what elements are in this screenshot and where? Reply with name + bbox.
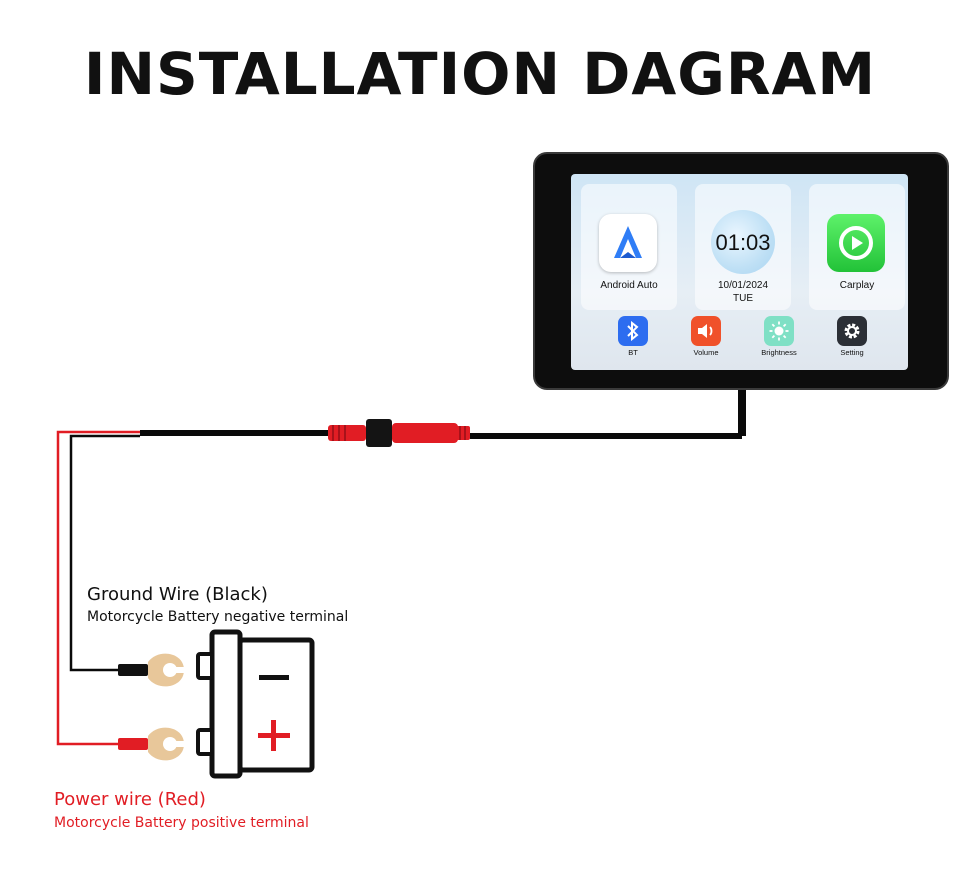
ground-wire-title: Ground Wire (Black) xyxy=(87,584,268,605)
carplay-card[interactable]: Carplay xyxy=(809,184,905,310)
carplay-label: Carplay xyxy=(839,280,875,291)
clock-time: 01:03 xyxy=(715,230,771,255)
battery-icon xyxy=(196,629,315,779)
device-cable-drop xyxy=(738,390,746,436)
power-wire xyxy=(56,430,140,746)
dock-setting[interactable]: Setting xyxy=(830,316,874,357)
ground-wire xyxy=(69,434,140,672)
volume-icon xyxy=(691,316,721,346)
ground-wire-subtitle: Motorcycle Battery negative terminal xyxy=(87,609,349,625)
display-screen: Android Auto 01:03 10/01/2024 TUE Carpla… xyxy=(571,174,908,370)
carplay-icon xyxy=(827,214,885,272)
dock-bt[interactable]: BT xyxy=(611,316,655,357)
android-auto-icon xyxy=(599,214,657,272)
android-auto-card[interactable]: Android Auto xyxy=(581,184,677,310)
power-wire-subtitle: Motorcycle Battery positive terminal xyxy=(54,815,309,831)
day-label: TUE xyxy=(733,293,753,304)
dock-volume[interactable]: Volume xyxy=(684,316,728,357)
clock-face xyxy=(711,210,775,274)
power-wire-title: Power wire (Red) xyxy=(54,789,206,810)
bt-label: BT xyxy=(628,348,638,357)
clock-card[interactable]: 01:03 10/01/2024 TUE xyxy=(695,184,791,310)
power-terminal xyxy=(118,727,186,761)
diagram-title: INSTALLATION DAGRAM xyxy=(83,40,877,108)
gear-icon xyxy=(837,316,867,346)
brightness-label: Brightness xyxy=(761,348,797,357)
brightness-icon xyxy=(764,316,794,346)
dock-brightness[interactable]: Brightness xyxy=(757,316,801,357)
carplay-display: Android Auto 01:03 10/01/2024 TUE Carpla… xyxy=(533,152,949,390)
android-auto-label: Android Auto xyxy=(600,280,658,291)
volume-label: Volume xyxy=(693,348,719,357)
date-label: 10/01/2024 xyxy=(717,280,769,291)
ground-terminal xyxy=(118,653,186,687)
inline-connector xyxy=(328,419,470,447)
setting-label: Setting xyxy=(840,348,864,357)
bluetooth-icon xyxy=(618,316,648,346)
